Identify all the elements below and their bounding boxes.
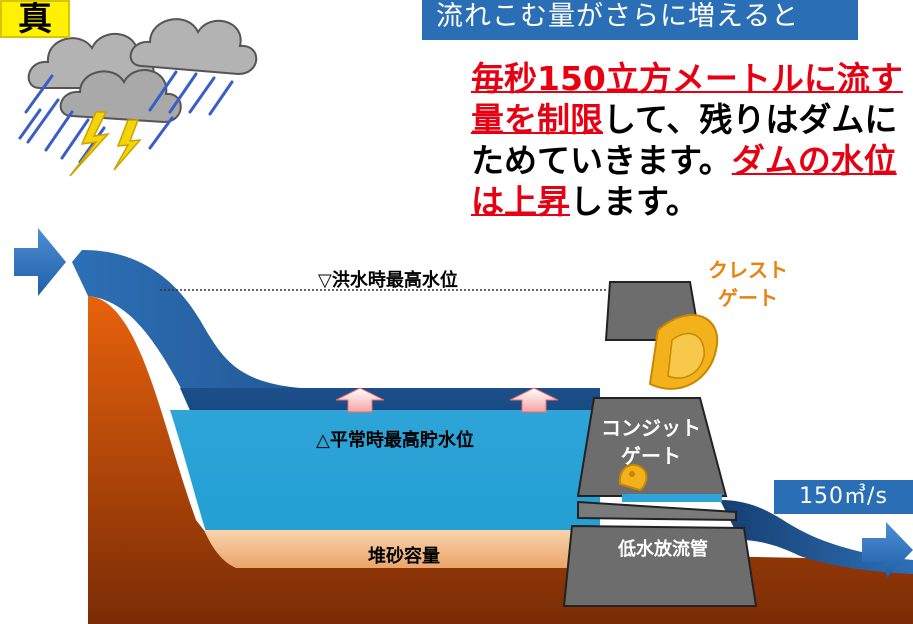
highlight-flow-limit: 毎秒150立方メートルに流す量を制限 <box>471 59 903 139</box>
conduit-water-gap <box>622 494 722 502</box>
dam-base-block <box>562 524 758 607</box>
dam-conduit-block <box>576 397 728 497</box>
rise-arrow-icon <box>335 387 385 413</box>
conduit-gate-icon <box>618 463 648 492</box>
condition-banner: 流れこむ量がさらに増えると <box>422 0 858 40</box>
conduit-gate-label-line2: ゲート <box>621 444 681 468</box>
sediment-capacity-label: 堆砂容量 <box>368 546 440 567</box>
normal-max-level-label: △平常時最高貯水位 <box>316 430 474 451</box>
sediment-layer <box>204 530 575 568</box>
conduit-gate-label-line1: コンジット <box>601 416 701 440</box>
rain-icon <box>18 70 234 164</box>
low-outlet-label: 低水放流管 <box>618 539 708 560</box>
outflow-rate-label: 150㎥/s <box>774 480 913 514</box>
upstream-slope <box>72 250 600 410</box>
corner-tag: 真 <box>0 0 70 38</box>
message-text-2: します。 <box>570 182 699 221</box>
flood-max-level-label: ▽洪水時最高水位 <box>318 270 458 291</box>
crest-gate-label-line2: ゲート <box>718 286 778 310</box>
outflow-arrow-icon <box>862 522 913 578</box>
crest-gate-label-line1: クレスト <box>708 258 788 282</box>
conduit-gate-label: コンジット ゲート <box>592 414 710 470</box>
lightning-icon <box>69 111 142 177</box>
dam-mid-slab <box>577 500 737 522</box>
inflow-arrow-icon <box>14 228 66 296</box>
explanation-text: 毎秒150立方メートルに流す量を制限して、残りはダムにためていきます。ダムの水位… <box>471 58 911 222</box>
reservoir-water <box>170 410 600 532</box>
cloud-icon <box>27 18 258 124</box>
message-text-1: して、残りはダムにためていきます。 <box>471 100 898 180</box>
crest-gate-label: クレスト ゲート <box>698 256 798 312</box>
rise-arrow-icon <box>509 387 559 413</box>
highlight-water-rise: ダムの水位は上昇 <box>471 141 897 221</box>
crest-gate-icon <box>648 314 719 390</box>
